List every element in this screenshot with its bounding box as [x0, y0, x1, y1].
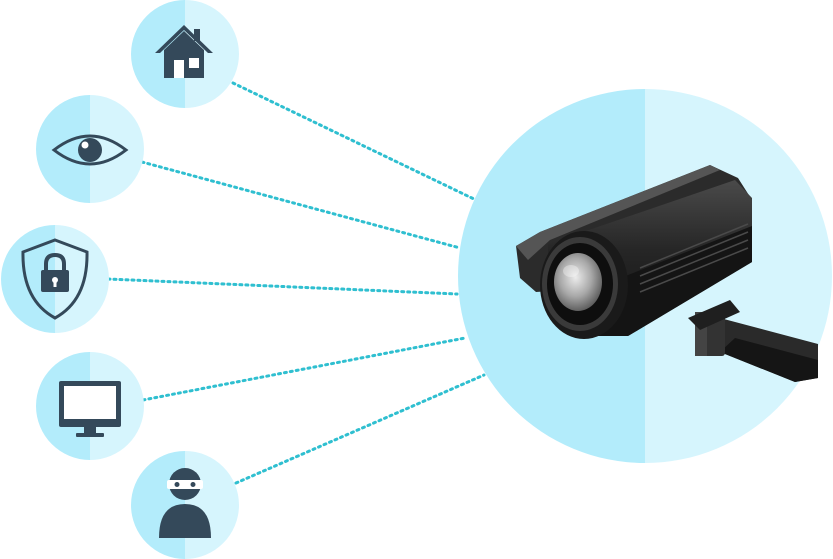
node-home: [131, 0, 239, 108]
node-eye: [36, 95, 144, 203]
security-camera-icon: [516, 165, 818, 382]
connectors: [106, 81, 486, 485]
connector-monitor: [141, 336, 467, 402]
connector-home: [231, 81, 478, 202]
masked-person-icon: [159, 468, 211, 538]
connector-intruder: [234, 373, 486, 485]
node-monitor: [36, 352, 144, 460]
eye-icon: [51, 134, 129, 166]
node-shield: [1, 225, 109, 333]
monitor-icon: [59, 381, 121, 437]
connector-eye: [140, 160, 462, 250]
house-icon: [155, 25, 213, 78]
connector-shield: [106, 277, 459, 296]
shield-lock-icon: [21, 238, 89, 320]
camera-lens: [540, 231, 628, 339]
node-intruder: [131, 451, 239, 559]
camera-mount: [688, 300, 818, 382]
